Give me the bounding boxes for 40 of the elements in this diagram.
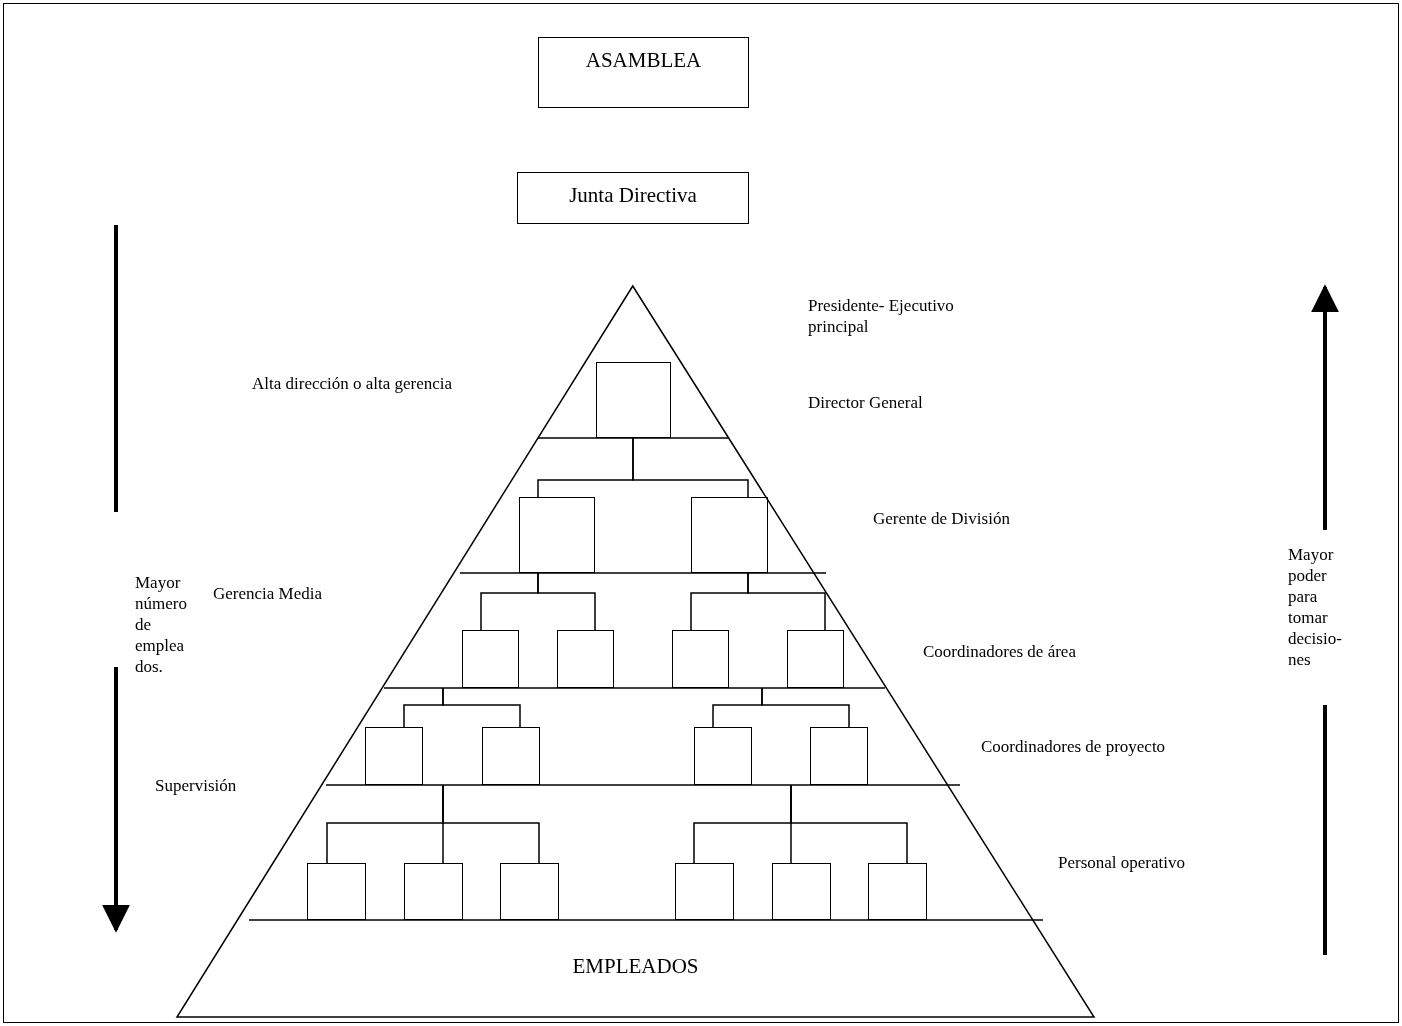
position-box	[557, 630, 614, 688]
position-box	[868, 863, 927, 920]
axis-note: Mayor poder para tomar decisio- nes	[1288, 544, 1343, 670]
position-box	[691, 497, 768, 573]
connector-line	[442, 687, 521, 728]
position-box	[404, 863, 463, 920]
position-box	[519, 497, 595, 573]
position-label: Coordinadores de proyecto	[981, 736, 1166, 757]
level-label: Gerencia Media	[213, 583, 323, 604]
connector-line	[761, 687, 850, 728]
level-label: Supervisión	[155, 775, 237, 796]
position-box	[307, 863, 366, 920]
position-box	[482, 727, 540, 785]
position-box	[596, 362, 671, 438]
position-label: Personal operativo	[1058, 852, 1185, 873]
connector-line	[537, 572, 596, 631]
board-box	[517, 172, 749, 224]
position-box	[772, 863, 831, 920]
position-box	[787, 630, 844, 688]
pyramid-base-label: EMPLEADOS	[571, 956, 700, 977]
position-box	[462, 630, 519, 688]
connector-line	[790, 784, 908, 864]
position-box	[365, 727, 423, 785]
assembly-box	[538, 37, 749, 108]
axis-note: Mayor número de emplea dos.	[135, 572, 188, 677]
level-label: Alta dirección o alta gerencia	[252, 373, 453, 394]
connector-line	[442, 784, 540, 864]
position-label: Gerente de División	[873, 508, 1010, 529]
position-box	[675, 863, 734, 920]
position-box	[694, 727, 752, 785]
position-box	[810, 727, 868, 785]
connector-line	[632, 437, 749, 498]
box-label: Junta Directiva	[568, 185, 698, 206]
position-box	[500, 863, 559, 920]
position-label: Presidente- Ejecutivo principal	[808, 295, 955, 337]
position-label: Director General	[808, 392, 923, 413]
position-box	[672, 630, 729, 688]
position-label: Coordinadores de área	[923, 641, 1076, 662]
connector-line	[747, 572, 826, 631]
box-label: ASAMBLEA	[584, 50, 703, 71]
